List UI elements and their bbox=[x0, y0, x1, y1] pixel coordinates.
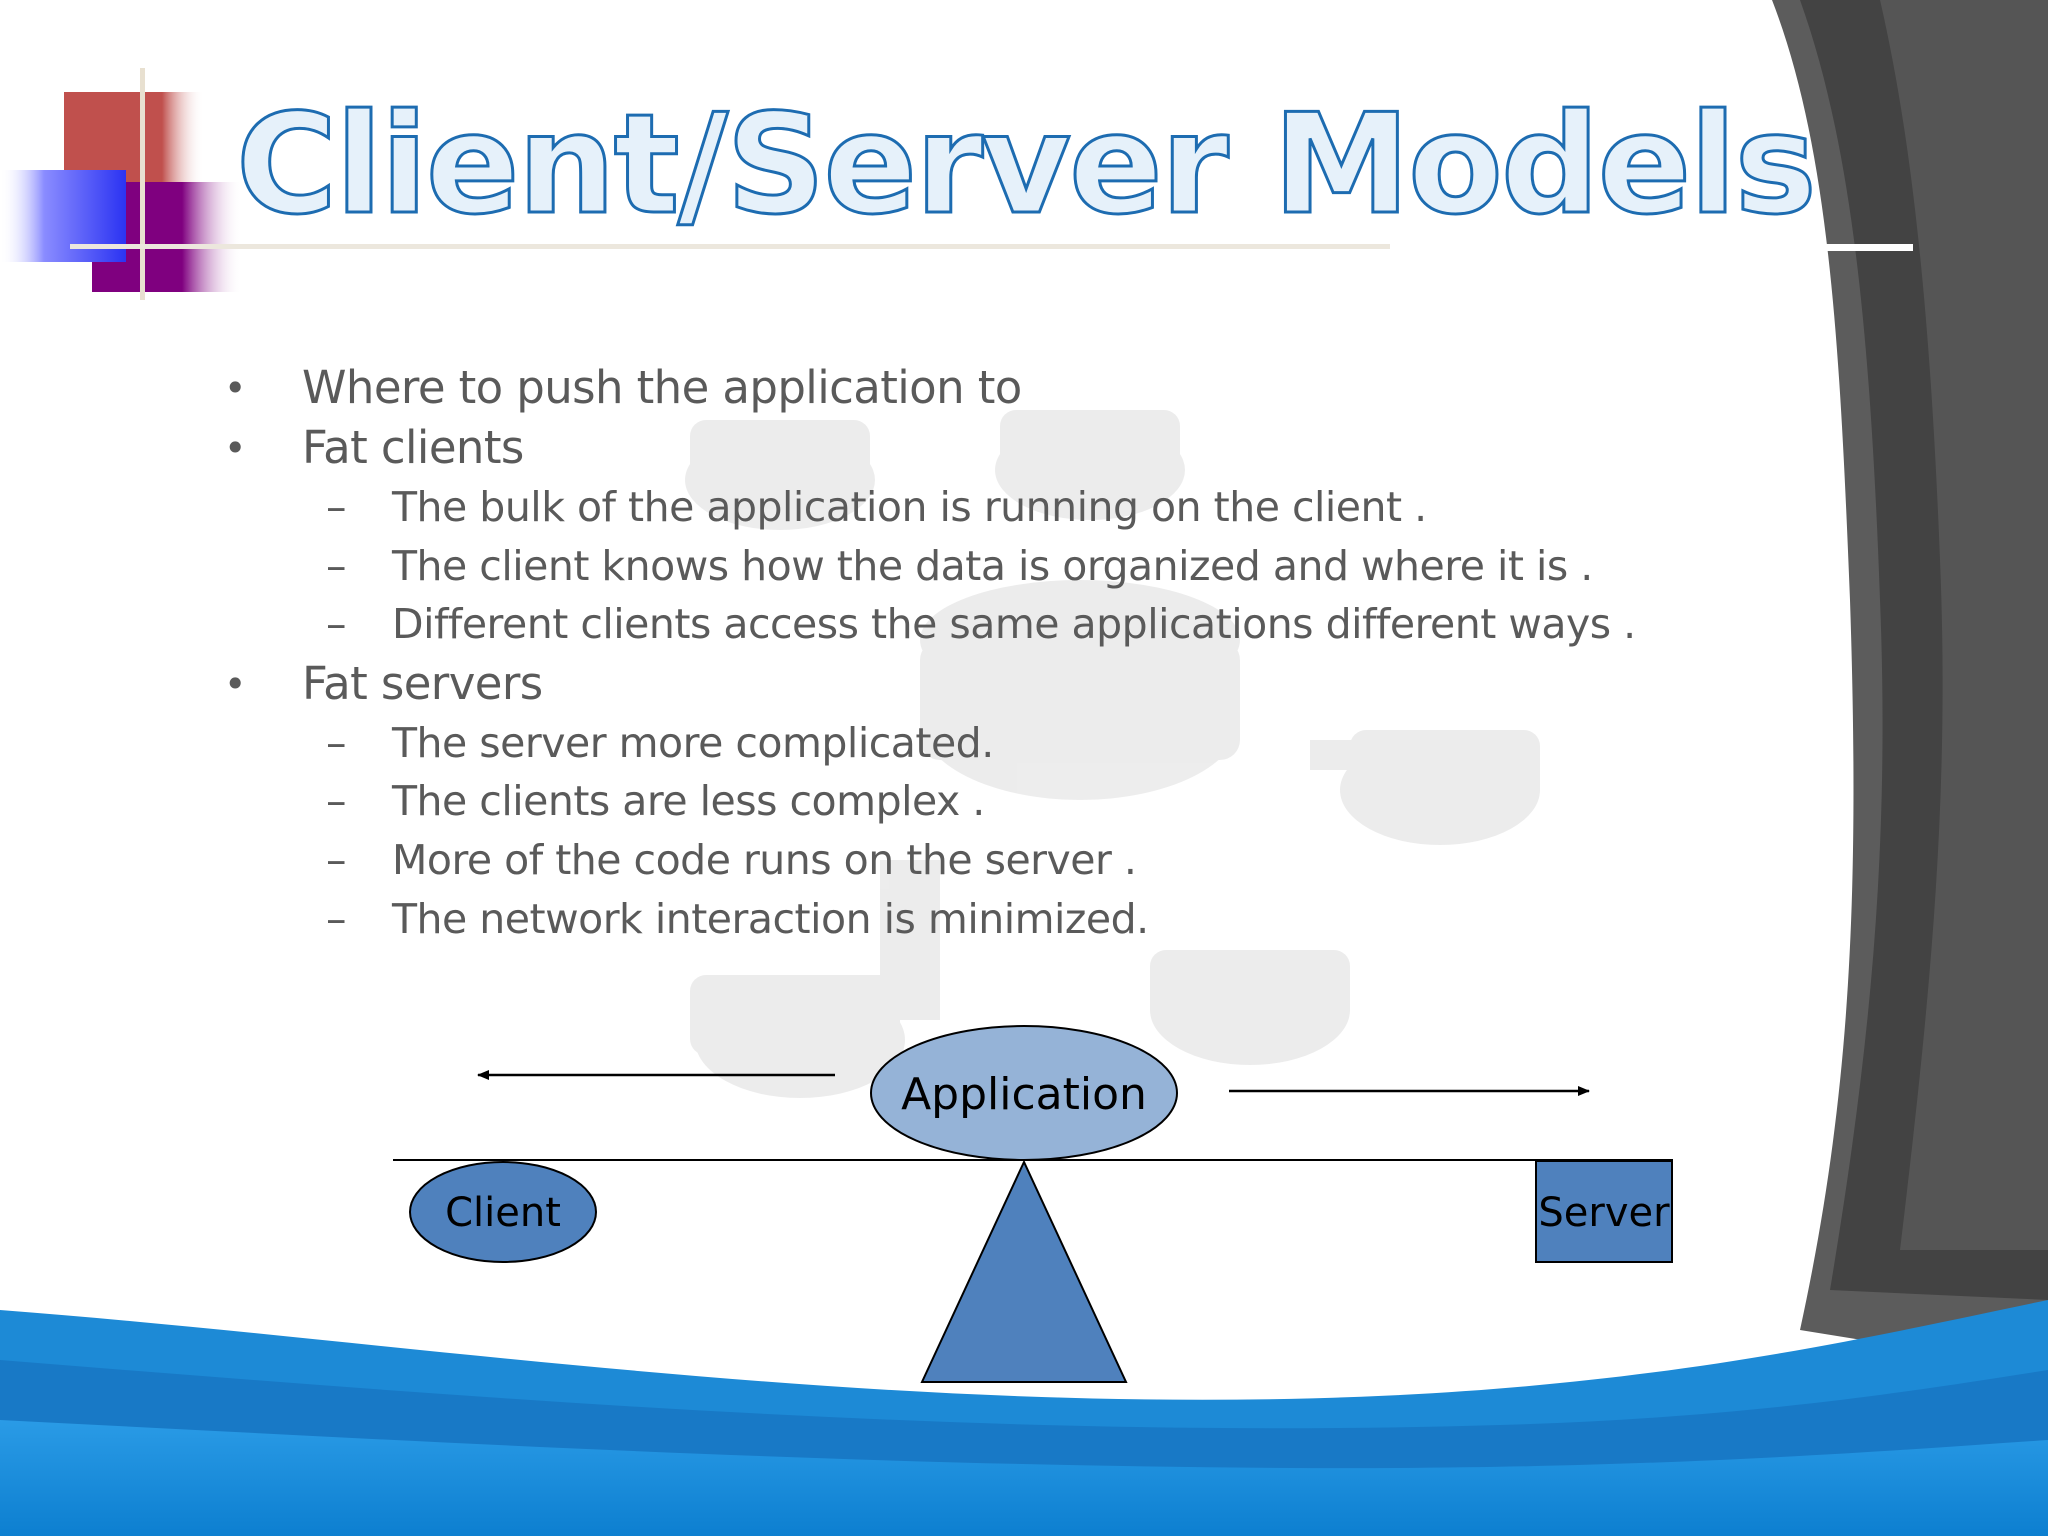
bullet-item: • Fat servers bbox=[220, 654, 1780, 714]
sub-bullet-text: Different clients access the same applic… bbox=[392, 600, 1636, 649]
bullet-list: • Where to push the application to • Fat c… bbox=[220, 358, 1780, 948]
slide-title: Client/Server Models bbox=[235, 84, 1819, 245]
bullet-item: • Fat clients bbox=[220, 418, 1780, 478]
sub-bullet-text: More of the code runs on the server . bbox=[392, 835, 1137, 884]
title-decoration bbox=[0, 68, 1390, 300]
sub-bullet-item: –The network interaction is minimized. bbox=[220, 890, 1780, 949]
application-label: Application bbox=[901, 1069, 1147, 1120]
sub-bullet-item: –The bulk of the application is running … bbox=[220, 478, 1780, 537]
bullet-marker: • bbox=[224, 661, 246, 706]
bullet-item: • Where to push the application to bbox=[220, 358, 1780, 418]
client-ellipse bbox=[409, 1161, 597, 1263]
sub-bullet-text: The clients are less complex . bbox=[392, 777, 985, 826]
sub-bullet-item: –The client knows how the data is organi… bbox=[220, 537, 1780, 596]
client-label: Client bbox=[445, 1190, 561, 1236]
fulcrum-triangle bbox=[920, 1159, 1128, 1383]
bullet-text: Where to push the application to bbox=[302, 361, 1022, 414]
dash-marker: – bbox=[326, 483, 347, 531]
sub-bullet-text: The server more complicated. bbox=[392, 718, 994, 767]
dash-marker: – bbox=[326, 835, 347, 884]
sub-bullet-text: The network interaction is minimized. bbox=[392, 894, 1149, 943]
dash-marker: – bbox=[326, 894, 347, 943]
bullet-text: Fat servers bbox=[302, 656, 543, 710]
sub-bullet-item: –More of the code runs on the server . bbox=[220, 831, 1780, 890]
dash-marker: – bbox=[326, 777, 347, 826]
sub-bullet-item: –The clients are less complex . bbox=[220, 772, 1780, 831]
server-box bbox=[1535, 1160, 1673, 1263]
network-watermark-image bbox=[685, 410, 1540, 1098]
server-label: Server bbox=[1538, 1190, 1670, 1236]
bullet-marker: • bbox=[224, 426, 246, 470]
dash-marker: – bbox=[326, 541, 347, 590]
sub-bullet-text: The bulk of the application is running o… bbox=[392, 483, 1427, 531]
sub-bullet-item: –Different clients access the same appli… bbox=[220, 595, 1780, 654]
sub-bullet-text: The client knows how the data is organiz… bbox=[392, 541, 1593, 590]
bullet-text: Fat clients bbox=[302, 421, 524, 474]
application-ellipse bbox=[870, 1025, 1178, 1161]
sub-bullet-item: –The server more complicated. bbox=[220, 714, 1780, 773]
dash-marker: – bbox=[326, 600, 347, 649]
bullet-marker: • bbox=[224, 366, 246, 410]
dash-marker: – bbox=[326, 718, 347, 767]
